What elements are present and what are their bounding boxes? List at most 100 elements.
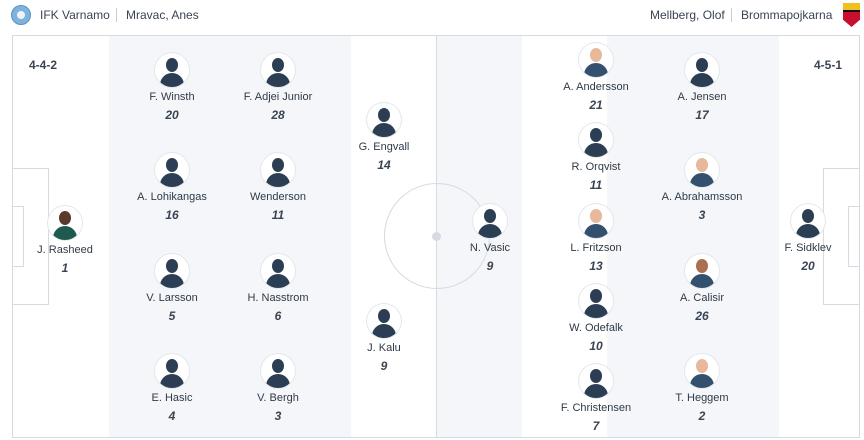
player-card[interactable]: V. Larsson 5 (117, 254, 227, 323)
player-avatar (685, 354, 719, 388)
player-name: J. Kalu (367, 342, 401, 354)
player-name: A. Abrahamsson (661, 191, 743, 203)
player-number: 9 (380, 359, 388, 373)
player-card[interactable]: F. Sidklev 20 (753, 204, 860, 273)
home-team-name[interactable]: IFK Varnamo (40, 8, 110, 22)
player-silhouette-icon (261, 354, 295, 388)
player-number: 3 (698, 208, 706, 222)
player-card[interactable]: N. Vasic 9 (435, 204, 545, 273)
player-card[interactable]: F. Christensen 7 (541, 364, 651, 433)
player-name: F. Winsth (149, 91, 195, 103)
player-number: 6 (274, 309, 282, 323)
player-number: 3 (274, 409, 282, 423)
player-name: W. Odefalk (569, 322, 623, 334)
player-card[interactable]: A. Calisir 26 (647, 254, 757, 323)
player-name: J. Rasheed (37, 244, 93, 256)
player-silhouette-icon (261, 254, 295, 288)
player-name: E. Hasic (151, 392, 193, 404)
home-team-crest-icon[interactable] (11, 5, 31, 25)
away-team-crest-icon[interactable] (843, 3, 860, 27)
header-divider (116, 8, 117, 22)
player-card[interactable]: V. Bergh 3 (223, 354, 333, 423)
player-card[interactable]: Wenderson 11 (223, 153, 333, 222)
home-goal-area (12, 206, 24, 267)
player-name: G. Engvall (358, 141, 410, 153)
player-card[interactable]: F. Winsth 20 (117, 53, 227, 122)
player-card[interactable]: G. Engvall 14 (329, 103, 439, 172)
player-name: V. Bergh (257, 392, 299, 404)
player-name: H. Nasstrom (247, 292, 309, 304)
player-number: 14 (377, 158, 391, 172)
match-header: IFK Varnamo Mravac, Anes Mellberg, Olof … (0, 0, 864, 31)
player-number: 13 (589, 259, 603, 273)
player-name: T. Heggem (675, 392, 729, 404)
player-silhouette-icon (791, 204, 825, 238)
player-silhouette-icon (155, 354, 189, 388)
away-formation: 4-5-1 (814, 58, 843, 72)
player-number: 26 (695, 309, 709, 323)
player-name: N. Vasic (469, 242, 511, 254)
player-silhouette-icon (155, 254, 189, 288)
player-card[interactable]: J. Kalu 9 (329, 304, 439, 373)
center-spot (432, 232, 441, 241)
player-silhouette-icon (261, 53, 295, 87)
away-penalty-area (823, 168, 860, 305)
away-coach-name[interactable]: Mellberg, Olof (650, 8, 725, 22)
player-number: 21 (589, 98, 603, 112)
player-number: 1 (61, 261, 69, 275)
player-silhouette-icon (155, 153, 189, 187)
header-divider (731, 8, 732, 22)
player-avatar (579, 43, 613, 77)
player-name: A. Lohikangas (137, 191, 207, 203)
player-card[interactable]: A. Jensen 17 (647, 53, 757, 122)
player-card[interactable]: H. Nasstrom 6 (223, 254, 333, 323)
player-name: F. Adjei Junior (243, 91, 313, 103)
player-number: 10 (589, 339, 603, 353)
player-name: A. Calisir (679, 292, 724, 304)
player-name: F. Sidklev (784, 242, 832, 254)
player-card[interactable]: F. Adjei Junior 28 (223, 53, 333, 122)
player-name: A. Andersson (563, 81, 629, 93)
home-penalty-area (12, 168, 49, 305)
player-number: 28 (271, 108, 285, 122)
player-avatar (685, 153, 719, 187)
away-team-name[interactable]: Brommapojkarna (741, 8, 833, 22)
home-coach-name[interactable]: Mravac, Anes (126, 8, 199, 22)
player-card[interactable]: T. Heggem 2 (647, 354, 757, 423)
player-card[interactable]: A. Lohikangas 16 (117, 153, 227, 222)
player-number: 2 (698, 409, 706, 423)
player-name: F. Christensen (560, 402, 632, 414)
player-card[interactable]: L. Fritzson 13 (541, 204, 651, 273)
player-silhouette-icon (367, 304, 401, 338)
player-card[interactable]: J. Rasheed 1 (12, 206, 120, 275)
player-silhouette-icon (579, 364, 613, 398)
player-card[interactable]: A. Andersson 21 (541, 43, 651, 112)
player-card[interactable]: R. Orqvist 11 (541, 123, 651, 192)
player-number: 20 (801, 259, 815, 273)
player-name: Wenderson (249, 191, 307, 203)
player-silhouette-icon (579, 284, 613, 318)
player-number: 4 (168, 409, 176, 423)
player-card[interactable]: W. Odefalk 10 (541, 284, 651, 353)
away-goal-area (848, 206, 860, 267)
player-card[interactable]: A. Abrahamsson 3 (647, 153, 757, 222)
player-name: L. Fritzson (570, 242, 622, 254)
player-avatar (48, 206, 82, 240)
player-silhouette-icon (579, 123, 613, 157)
player-number: 7 (592, 419, 600, 433)
home-formation: 4-4-2 (29, 58, 58, 72)
player-silhouette-icon (261, 153, 295, 187)
player-silhouette-icon (155, 53, 189, 87)
player-name: A. Jensen (677, 91, 727, 103)
player-card[interactable]: E. Hasic 4 (117, 354, 227, 423)
player-silhouette-icon (685, 53, 719, 87)
player-number: 20 (165, 108, 179, 122)
player-number: 16 (165, 208, 179, 222)
player-number: 11 (271, 208, 285, 222)
player-number: 5 (168, 309, 176, 323)
lineup-pitch: 4-4-2 4-5-1 J. Rasheed 1 F. Winsth 20 A.… (12, 35, 860, 438)
player-avatar (685, 254, 719, 288)
player-name: R. Orqvist (571, 161, 621, 173)
player-avatar (579, 204, 613, 238)
player-silhouette-icon (473, 204, 507, 238)
